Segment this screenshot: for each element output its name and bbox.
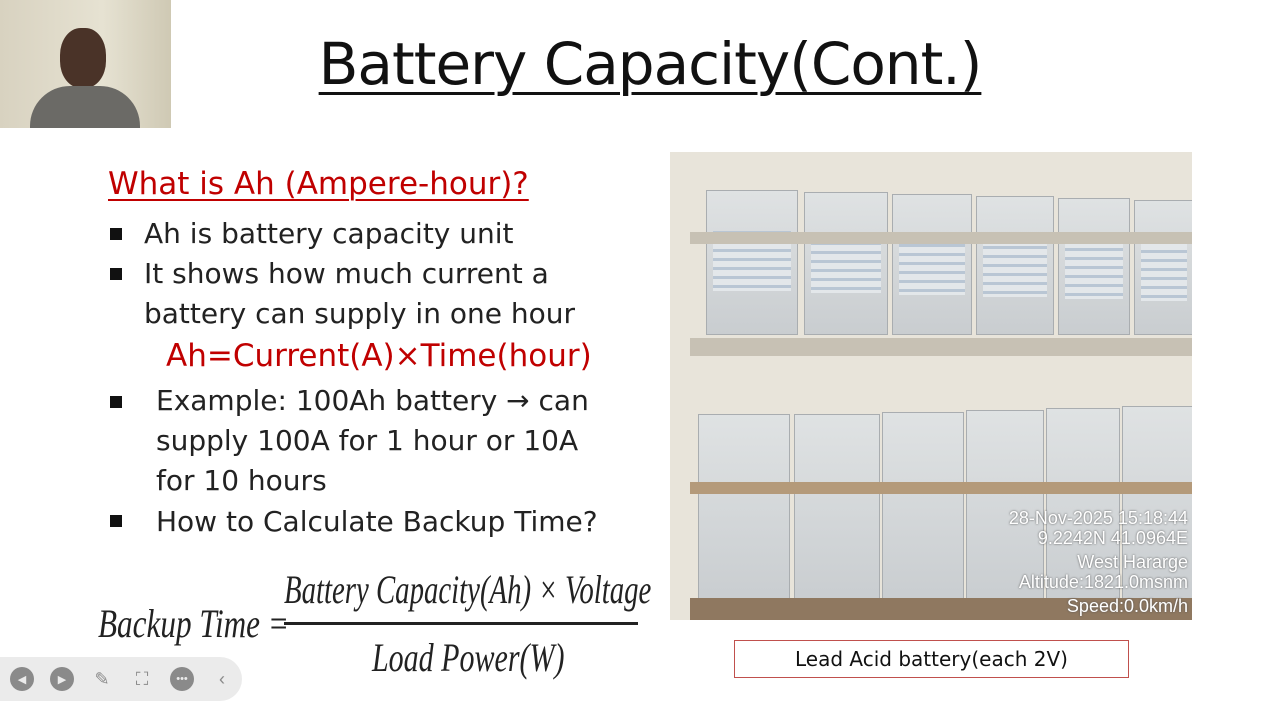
slide-title: Battery Capacity(Cont.) — [318, 30, 983, 98]
presenter-webcam — [0, 0, 171, 128]
pen-icon[interactable]: ✎ — [94, 668, 110, 689]
question-heading: What is Ah (Ampere-hour)? — [108, 166, 529, 202]
focus-icon[interactable]: ⛶ — [135, 668, 149, 689]
backup-formula-numerator: Battery Capacity(Ah) × Voltage — [284, 567, 652, 612]
collapse-icon[interactable]: ‹ — [219, 668, 225, 689]
photo-speed: Speed:0.0km/h — [1066, 596, 1188, 616]
fraction-line — [284, 622, 638, 625]
bullet-marker — [110, 515, 122, 527]
previous-icon[interactable]: ◀ — [10, 667, 34, 691]
photo-altitude: Altitude:1821.0msnm — [1018, 572, 1188, 592]
bullet-3: Example: 100Ah battery → can supply 100A… — [156, 384, 589, 497]
photo-timestamp: 28-Nov-2025 15:18:44 — [1008, 508, 1188, 528]
presentation-toolbar: ◀ ▶ ✎ ⛶ ••• ‹ — [0, 657, 242, 701]
bullet-1: Ah is battery capacity unit — [144, 217, 514, 250]
backup-formula-denominator: Load Power(W) — [372, 635, 565, 680]
battery-bank-photo: 28-Nov-2025 15:18:44 9.2242N 41.0964E We… — [670, 152, 1192, 620]
bullet-marker — [110, 228, 122, 240]
photo-coordinates: 9.2242N 41.0964E — [1037, 528, 1188, 548]
next-icon[interactable]: ▶ — [50, 667, 74, 691]
bullet-marker — [110, 396, 122, 408]
ah-formula: Ah=Current(A)×Time(hour) — [166, 338, 592, 374]
backup-formula-lhs: Backup Time = — [98, 601, 289, 646]
bullet-4: How to Calculate Backup Time? — [156, 505, 598, 538]
photo-location: West Hararge — [1077, 552, 1188, 572]
more-icon[interactable]: ••• — [170, 667, 194, 691]
bullet-marker — [110, 268, 122, 280]
photo-caption: Lead Acid battery(each 2V) — [734, 640, 1129, 678]
